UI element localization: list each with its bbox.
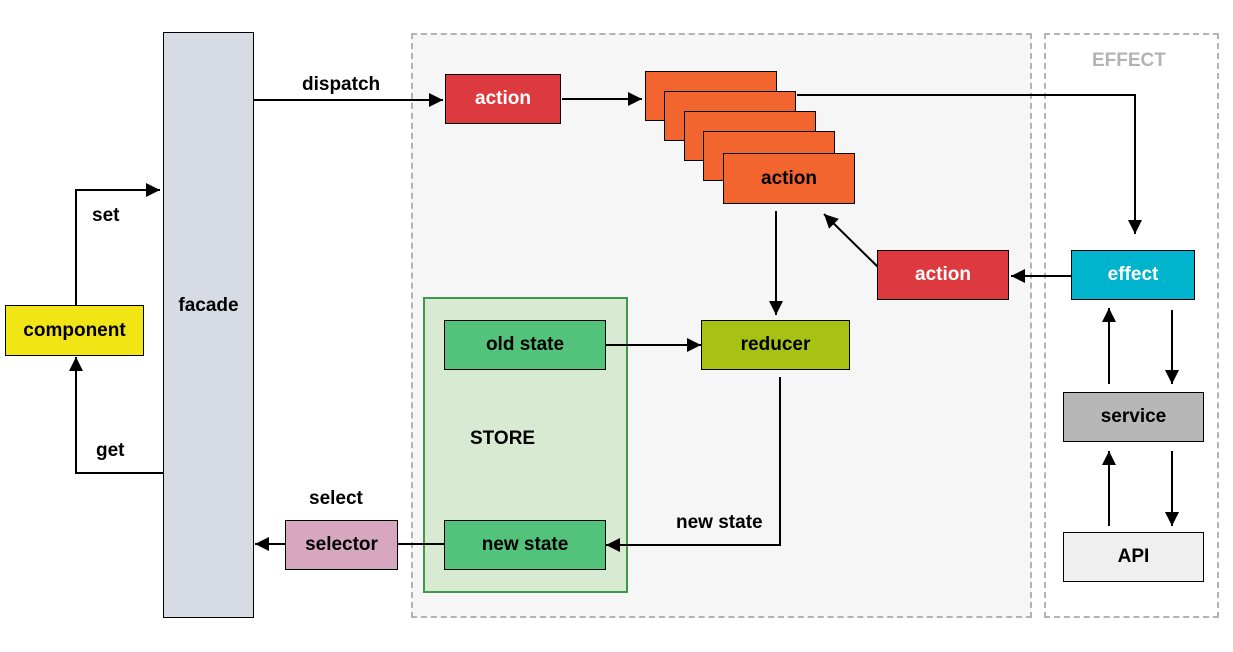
arrow-stack-to-effect bbox=[797, 94, 1142, 234]
edge-label-get: get bbox=[96, 440, 125, 461]
store-label: STORE bbox=[470, 428, 536, 449]
action-node-dispatched: action bbox=[445, 74, 561, 124]
edge-label-dispatch: dispatch bbox=[302, 74, 381, 95]
arrow-reducer-to-newstate bbox=[606, 377, 781, 552]
selector-node: selector bbox=[285, 520, 398, 570]
component-node: component bbox=[5, 305, 144, 356]
selector-label: selector bbox=[305, 534, 378, 555]
action-effect-label: action bbox=[915, 264, 971, 285]
reducer-label: reducer bbox=[740, 334, 811, 355]
api-node: API bbox=[1063, 532, 1204, 582]
api-label: API bbox=[1117, 546, 1150, 567]
arrow-get bbox=[69, 357, 163, 474]
new-state-node: new state bbox=[444, 520, 606, 570]
facade-label: facade bbox=[178, 295, 239, 316]
arrow-set bbox=[75, 183, 160, 305]
service-node: service bbox=[1063, 392, 1204, 442]
action-stack-label: action bbox=[761, 167, 817, 189]
effect-region bbox=[1044, 33, 1219, 618]
old-state-label: old state bbox=[485, 334, 565, 355]
effect-node: effect bbox=[1071, 250, 1195, 300]
edge-label-new-state: new state bbox=[676, 512, 763, 533]
action-label: action bbox=[475, 88, 531, 109]
facade-node: facade bbox=[163, 32, 254, 618]
effect-region-label: EFFECT bbox=[1092, 50, 1166, 71]
edge-label-set: set bbox=[92, 205, 120, 226]
action-stack-top: action bbox=[723, 153, 855, 204]
reducer-node: reducer bbox=[701, 320, 850, 370]
edge-label-select: select bbox=[309, 488, 363, 509]
old-state-node: old state bbox=[444, 320, 606, 370]
action-node-from-effect: action bbox=[877, 250, 1009, 300]
component-label: component bbox=[23, 319, 126, 341]
service-label: service bbox=[1100, 406, 1167, 427]
arrow-action-to-stack-diagonal bbox=[823, 213, 880, 269]
new-state-label: new state bbox=[481, 534, 569, 555]
effect-label: effect bbox=[1107, 264, 1159, 285]
